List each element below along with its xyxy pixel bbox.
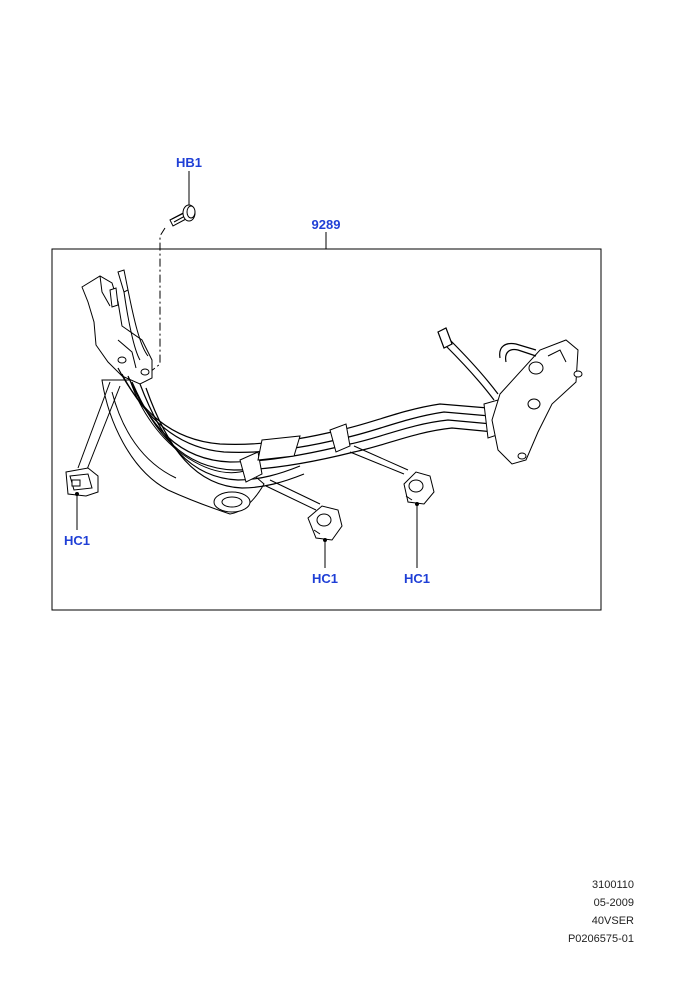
clip-leaders bbox=[77, 381, 409, 511]
assembly-label: 9289 bbox=[312, 217, 341, 232]
right-pipe-leads bbox=[437, 327, 537, 401]
left-bracket bbox=[81, 275, 153, 385]
bolt-alignment-line bbox=[149, 227, 166, 373]
clip-icon-right bbox=[403, 471, 435, 505]
callout-hc1-mid[interactable]: HC1 bbox=[312, 571, 338, 586]
pipe-stubs bbox=[109, 269, 149, 361]
bundle-clips bbox=[239, 399, 501, 483]
callout-hb1[interactable]: HB1 bbox=[176, 155, 202, 170]
callout-hc1-left[interactable]: HC1 bbox=[64, 533, 90, 548]
clip-icon-left bbox=[65, 467, 99, 497]
reference-line: P0206575-01 bbox=[567, 933, 634, 945]
callout-hc1-right[interactable]: HC1 bbox=[404, 571, 430, 586]
heat-shield bbox=[101, 379, 265, 515]
drawing-reference: 3100110 05-2009 40VSER P0206575-01 bbox=[568, 876, 634, 948]
reference-line: 3100110 bbox=[591, 879, 634, 891]
reference-line: 40VSER bbox=[591, 915, 634, 927]
clip-icon-middle bbox=[307, 505, 343, 541]
reference-line: 05-2009 bbox=[593, 897, 634, 909]
bolt-icon bbox=[169, 204, 196, 227]
right-bracket bbox=[491, 339, 583, 465]
